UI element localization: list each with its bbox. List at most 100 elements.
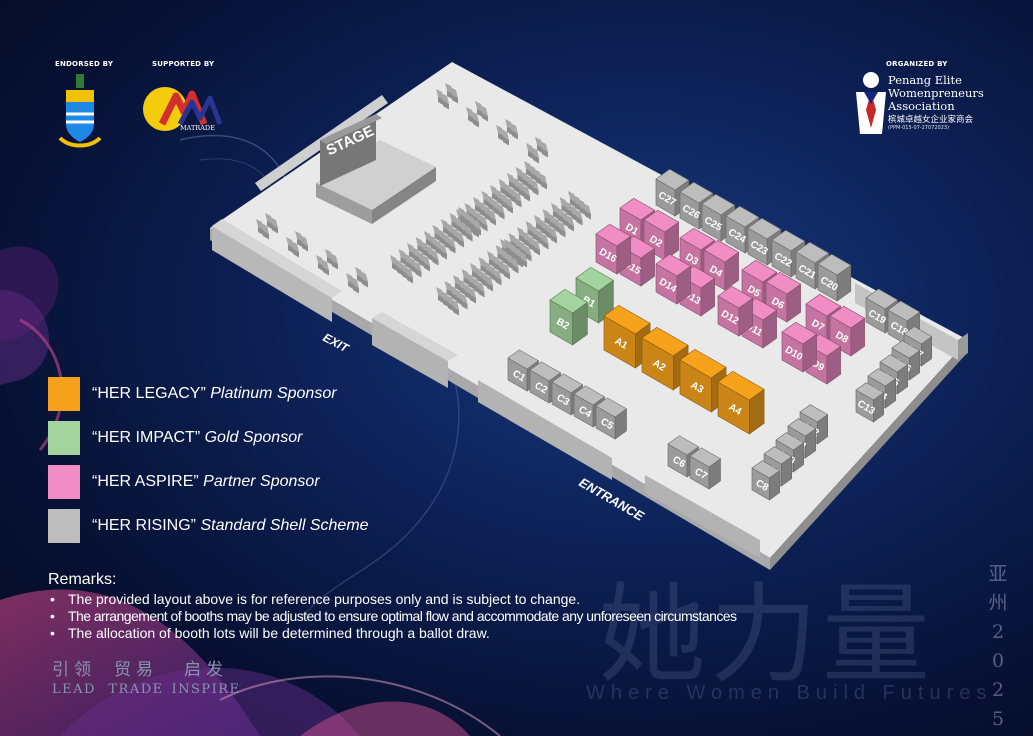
chair [256, 219, 264, 236]
chair [441, 291, 449, 308]
chair [473, 197, 481, 214]
chair [483, 261, 492, 278]
chair [346, 273, 354, 290]
chair [429, 235, 437, 252]
chair [450, 87, 458, 104]
chair [442, 233, 451, 250]
chair [451, 227, 459, 244]
chair [449, 213, 458, 230]
chair [270, 217, 278, 234]
chair [501, 129, 509, 146]
chair [466, 273, 475, 290]
legend-item-gold: “HER IMPACT” Gold Sponsor [48, 420, 302, 456]
chair [540, 141, 548, 158]
chair [551, 203, 559, 220]
chair [569, 205, 578, 222]
chair [481, 191, 490, 208]
chair [487, 251, 495, 268]
chair [561, 211, 569, 228]
exit-label: EXIT [321, 330, 353, 356]
chair [441, 219, 449, 236]
chair [552, 217, 561, 234]
chair [286, 237, 294, 254]
chair [446, 295, 454, 312]
chair [573, 195, 581, 212]
chair [540, 233, 549, 250]
chair [578, 199, 586, 216]
chair [535, 229, 544, 246]
chair [539, 219, 547, 236]
chair [530, 179, 539, 196]
chair [539, 173, 547, 190]
remarks-title: Remarks: [48, 571, 117, 588]
chair [325, 249, 333, 266]
chair [480, 271, 488, 288]
chair [532, 239, 540, 256]
chair [430, 249, 439, 266]
chair [434, 239, 442, 256]
remark-item: The allocation of booth lots will be det… [48, 625, 736, 642]
chair [463, 283, 471, 300]
chair [531, 147, 539, 164]
chair [512, 177, 520, 194]
chair [420, 241, 429, 258]
chair [478, 201, 486, 218]
chair [505, 197, 513, 214]
chair [437, 229, 446, 246]
chair [407, 243, 415, 260]
chair [490, 185, 498, 202]
booth-d10: D10 [781, 321, 818, 373]
chair [355, 267, 363, 284]
legend-swatch-platinum [48, 377, 80, 411]
legend-swatch-gold [48, 421, 80, 455]
chair [468, 287, 476, 304]
booth-c5: C5 [595, 397, 628, 440]
chair [447, 237, 456, 254]
chair [574, 209, 583, 226]
watermark-slogan: Where Women Build Futures [586, 682, 993, 704]
penang-crest-logo [58, 74, 102, 148]
chair [523, 245, 532, 262]
booth-c27: C27 [655, 168, 690, 217]
chair [458, 279, 466, 296]
chair [398, 249, 407, 266]
chair [508, 187, 517, 204]
chair [453, 275, 461, 292]
chair [471, 277, 480, 294]
chair [466, 107, 474, 124]
chair [415, 237, 424, 254]
chair [566, 215, 574, 232]
chair [459, 293, 468, 310]
chair [461, 269, 470, 286]
chair [476, 281, 485, 298]
booth-c20: C20 [817, 253, 852, 302]
chair [425, 245, 434, 262]
legend-item-partner: “HER ASPIRE” Partner Sponsor [48, 464, 320, 500]
chair [535, 137, 543, 154]
chair [454, 289, 463, 306]
chair [449, 285, 458, 302]
chair [417, 251, 425, 268]
chair [360, 271, 368, 288]
chair [493, 269, 502, 286]
chair [436, 287, 444, 304]
chair [412, 247, 420, 264]
chair [522, 185, 530, 202]
tagline-trade: 贸易 TRADE [108, 660, 164, 697]
chair [557, 221, 566, 238]
chair [439, 243, 447, 260]
chair [534, 169, 542, 186]
chair [395, 259, 403, 276]
chair [432, 225, 441, 242]
chair [400, 263, 408, 280]
chair [517, 181, 525, 198]
chair [480, 105, 488, 122]
chair [468, 215, 476, 232]
chair [459, 221, 468, 238]
chair [444, 281, 453, 298]
chair [556, 207, 564, 224]
chair [413, 261, 422, 278]
chair [486, 195, 495, 212]
organizer-name: Penang Elite Womenpreneurs Association 槟… [888, 73, 984, 132]
booth-b2: B2 [549, 288, 588, 346]
